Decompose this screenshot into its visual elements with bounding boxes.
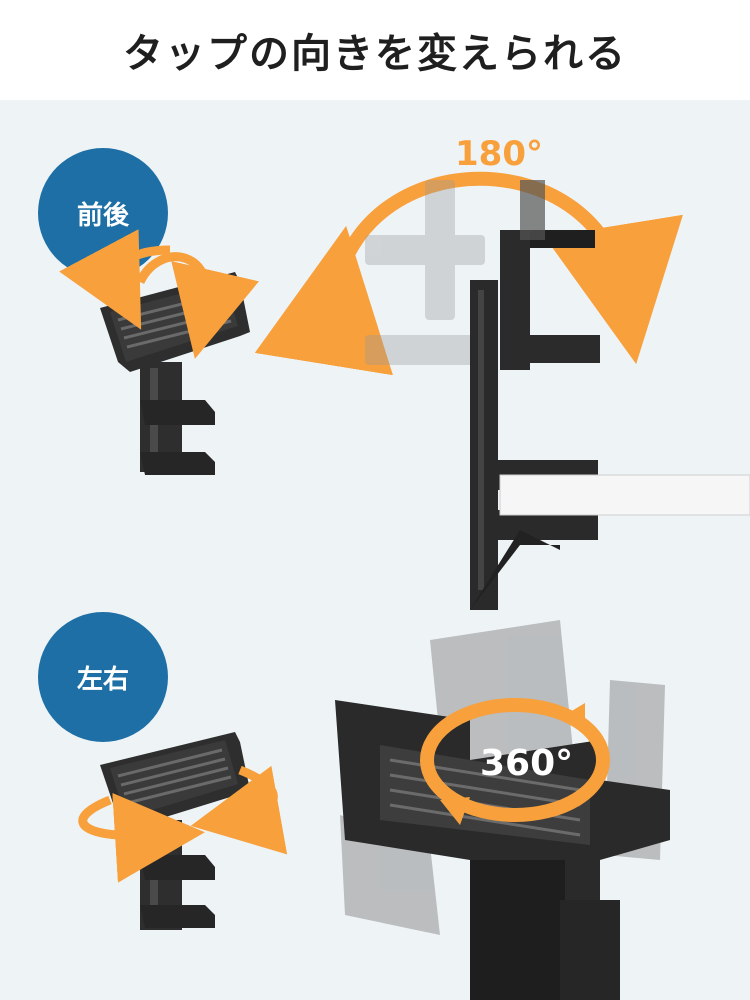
product-panel: 前後 左右 <box>0 100 750 1000</box>
header: タップの向きを変えられる <box>0 0 750 100</box>
page-title: タップの向きを変えられる <box>123 31 627 77</box>
tilt-degree-label: 180° <box>455 134 543 174</box>
tilt-180-illustration: 180° <box>254 134 750 610</box>
clamp-tilt-illustration <box>59 229 259 475</box>
product-illustrations: 180° <box>59 134 750 1000</box>
clamp-spin-illustration <box>78 732 288 930</box>
spin-degree-label: 360° <box>480 743 573 784</box>
left-right-badge: 左右 <box>38 612 168 742</box>
spin-360-illustration: 360° <box>335 620 670 1000</box>
